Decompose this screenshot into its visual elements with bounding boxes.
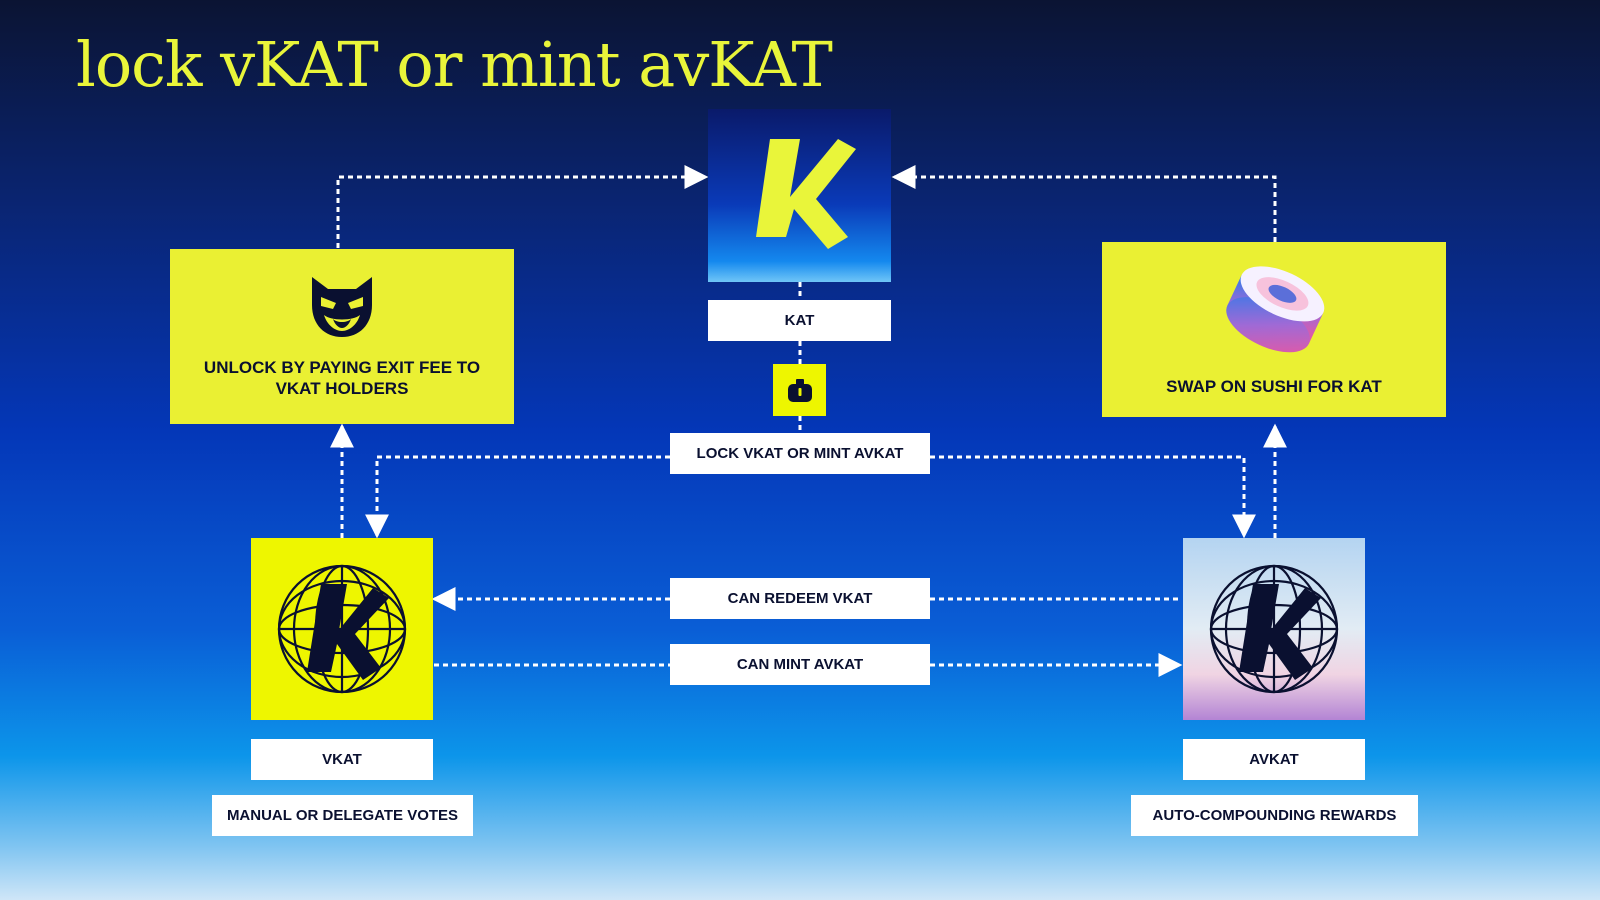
unlock-card-text: UNLOCK BY PAYING EXIT FEE TO VKAT HOLDER… [203, 358, 481, 399]
swap-card-text: SWAP ON SUSHI FOR KAT [1166, 377, 1382, 396]
arrow-lock-to-avkat [930, 455, 1256, 539]
arrow-unlock-to-kat [336, 165, 709, 248]
avkat-logo-tile [1183, 538, 1365, 720]
sushi-icon [1226, 266, 1325, 353]
lock-badge [773, 364, 826, 416]
vkat-logo-tile [251, 538, 433, 720]
can-redeem-label: CAN REDEEM VKAT [670, 578, 930, 619]
masked-face-icon [312, 277, 372, 337]
kat-label: KAT [708, 300, 891, 341]
vkat-label: VKAT [251, 739, 433, 780]
kat-logo-tile [708, 109, 891, 282]
kat-k-logo-icon [756, 139, 856, 249]
arrow-lock-to-vkat [365, 455, 670, 539]
avkat-label: AVKAT [1183, 739, 1365, 780]
avkat-globe-k-icon [1209, 564, 1339, 694]
arrow-swap-to-kat [891, 165, 1277, 242]
lock-icon [787, 379, 812, 402]
page-title: lock vKAT or mint avKAT [76, 28, 833, 101]
vkat-sublabel: MANUAL OR DELEGATE VOTES [212, 795, 473, 836]
can-mint-label: CAN MINT AVKAT [670, 644, 930, 685]
swap-card: SWAP ON SUSHI FOR KAT [1102, 242, 1446, 417]
avkat-sublabel: AUTO-COMPOUNDING REWARDS [1131, 795, 1418, 836]
unlock-card: UNLOCK BY PAYING EXIT FEE TO VKAT HOLDER… [170, 249, 514, 424]
vkat-globe-k-icon [277, 564, 407, 694]
lock-or-mint-label: LOCK VKAT OR MINT AVKAT [670, 433, 930, 474]
